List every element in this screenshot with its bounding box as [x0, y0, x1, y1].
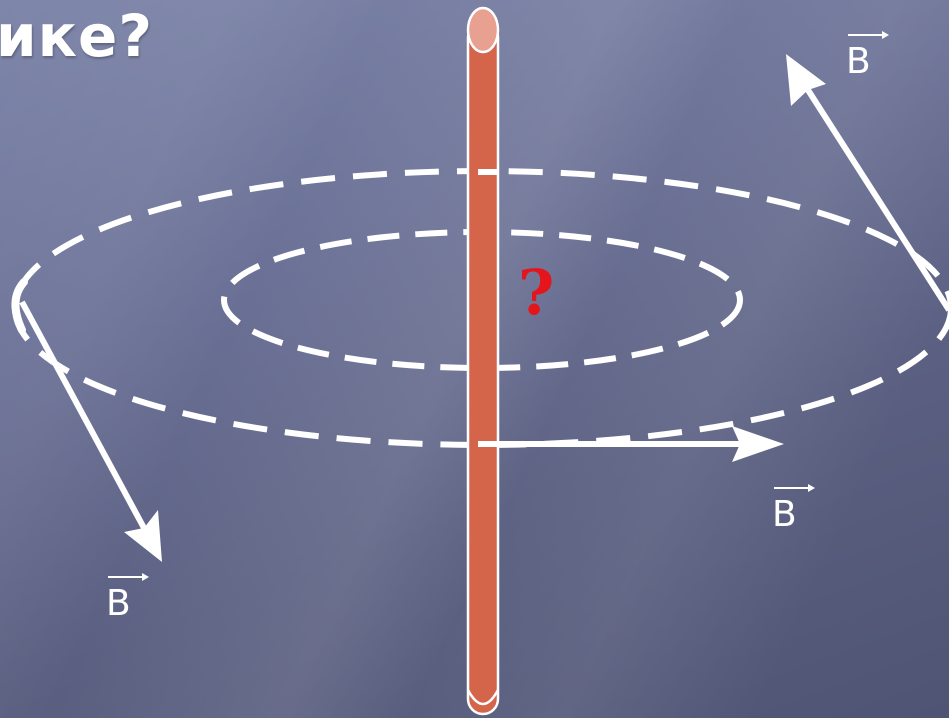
vector-overline-arrow-icon: [774, 484, 815, 492]
vector-b-label-top-right: B: [846, 31, 889, 82]
vector-b-text: B: [106, 583, 131, 624]
vector-overline-arrow-icon: [848, 31, 889, 39]
vector-b-text: B: [846, 41, 871, 82]
vector-overline-arrow-icon: [108, 573, 149, 581]
conductor-wire-bottom: [466, 689, 500, 706]
vector-b-label-bottom-left: B: [106, 573, 149, 624]
vector-b-text: B: [772, 494, 797, 535]
conductor-wire: [466, 6, 500, 716]
question-mark: ?: [518, 256, 555, 329]
vector-b-label-right: B: [772, 484, 815, 535]
slide-title: ике?: [0, 2, 153, 70]
conductor-wire-top: [466, 6, 500, 54]
field-vector-arrow-right: [478, 426, 784, 462]
field-vector-arrow-bottom-left: [19, 300, 162, 562]
field-vector-arrow-top-right: [786, 54, 949, 312]
outer-field-line-left-edge: [11, 278, 28, 334]
